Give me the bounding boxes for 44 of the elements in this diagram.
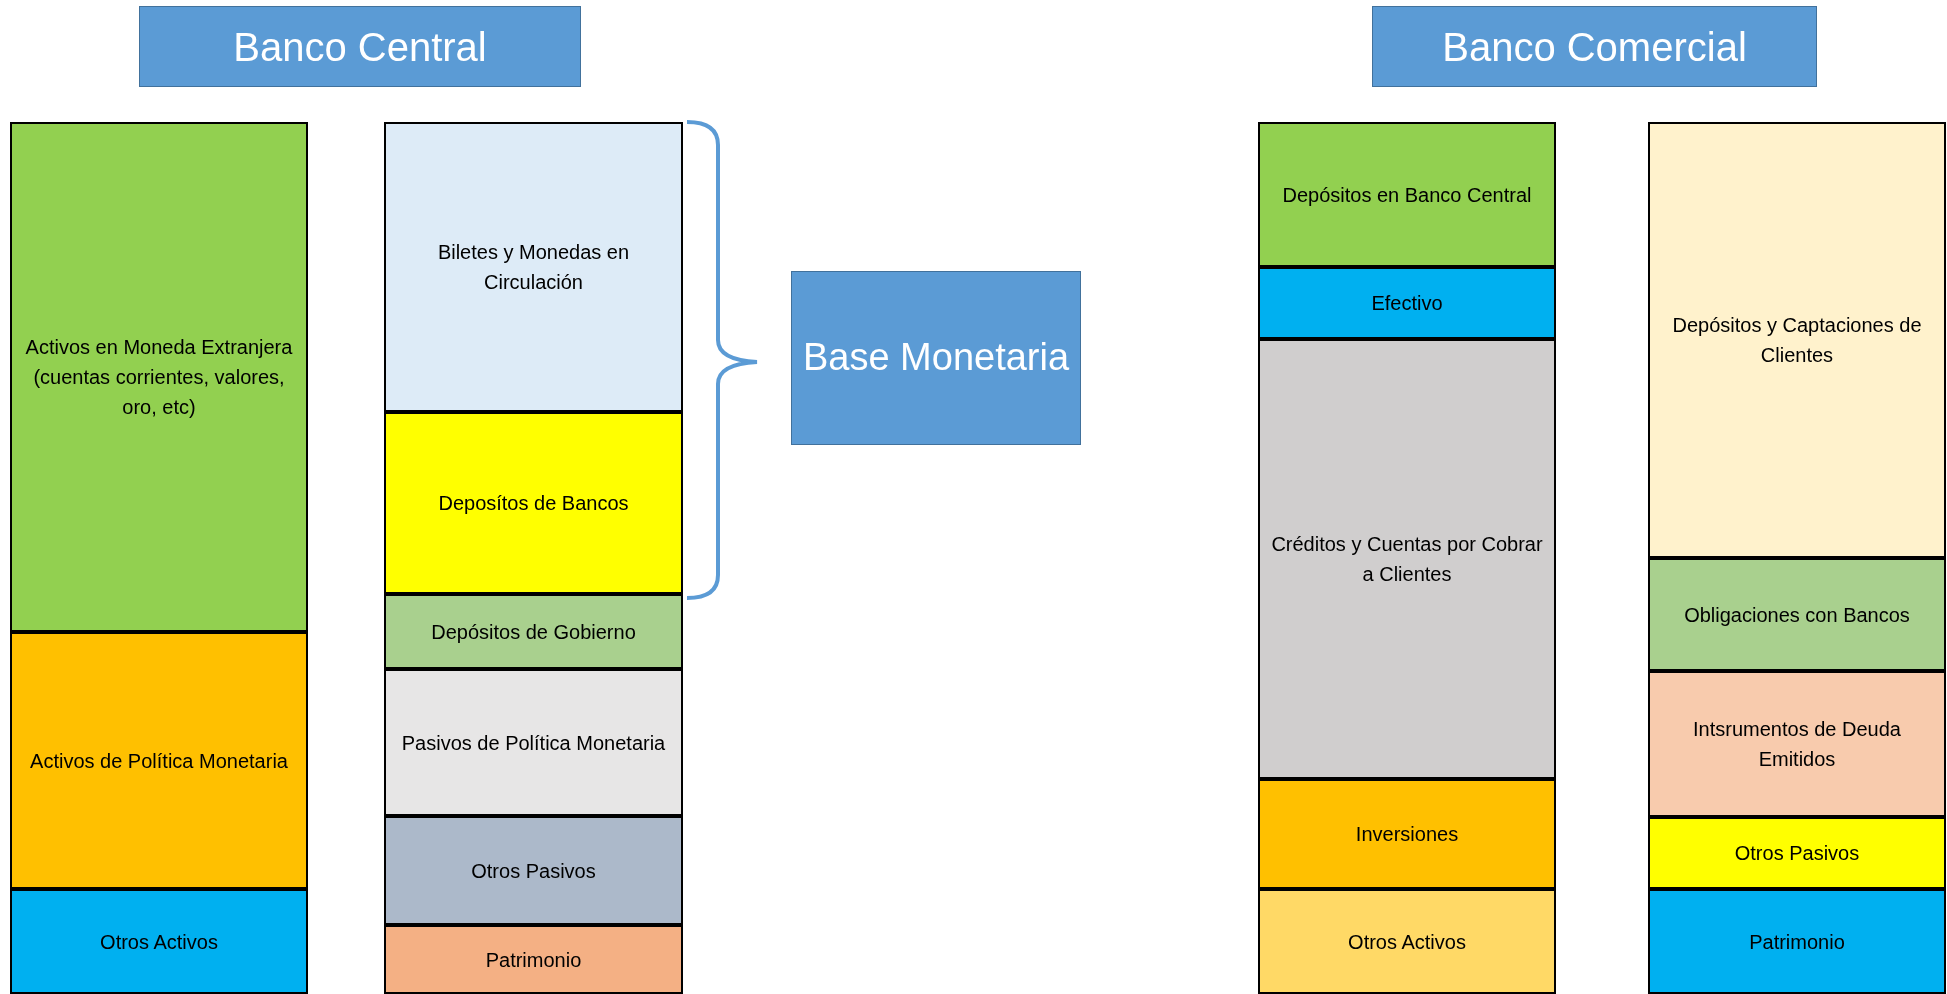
segment-text: Pasivos de Política Monetaria xyxy=(401,730,666,756)
segment-text: Depósitos de Gobierno xyxy=(431,619,636,645)
balance-segment xyxy=(384,412,683,594)
segment-text: Biletes y Monedas en Circulación xyxy=(436,240,631,295)
balance-segment xyxy=(384,816,683,925)
label-box xyxy=(791,271,1081,445)
segment-text: Depósitos en Banco Central xyxy=(1282,182,1532,208)
balance-segment xyxy=(384,669,683,816)
label-text: Base Monetaria xyxy=(802,335,1070,381)
title-text: Banco Central xyxy=(233,23,487,71)
segment-text: Otros Pasivos xyxy=(471,858,596,884)
segment-text: Patrimonio xyxy=(485,947,582,973)
balance-segment xyxy=(1258,122,1556,267)
balance-segment xyxy=(1648,889,1946,994)
balance-segment xyxy=(384,122,683,412)
balance-segment xyxy=(1648,122,1946,558)
segment-text: Activos de Política Monetaria xyxy=(30,748,288,774)
balance-segment xyxy=(1258,889,1556,994)
balance-segment xyxy=(384,925,683,994)
balance-segment xyxy=(10,122,308,632)
balance-segment xyxy=(10,889,308,994)
segment-text: Patrimonio xyxy=(1749,929,1845,955)
segment-text: Efectivo xyxy=(1371,291,1443,316)
segment-text: Otros Pasivos xyxy=(1734,841,1860,866)
title-banner xyxy=(139,6,581,87)
segment-text: Obligaciones con Bancos xyxy=(1684,602,1910,628)
balance-segment xyxy=(1258,267,1556,339)
balance-segment xyxy=(1648,817,1946,889)
balance-segment xyxy=(1648,558,1946,671)
segment-text: Activos en Moneda Extranjera (cuentas corrientes, valores, oro, etc) xyxy=(24,335,294,420)
segment-text: Otros Activos xyxy=(1348,929,1466,955)
segment-text: Depósitos y Captaciones de Clientes xyxy=(1671,313,1923,368)
title-text: Banco Comercial xyxy=(1442,23,1747,71)
segment-text: Créditos y Cuentas por Cobrar a Clientes xyxy=(1270,532,1544,587)
balance-segment xyxy=(384,594,683,669)
balance-segment xyxy=(1648,671,1946,817)
balance-segment xyxy=(10,632,308,889)
segment-text: Otros Activos xyxy=(100,929,218,955)
title-banner xyxy=(1372,6,1817,87)
segment-text: Intsrumentos de Deuda Emitidos xyxy=(1692,717,1902,772)
segment-text: Deposítos de Bancos xyxy=(438,491,629,516)
segment-text: Inversiones xyxy=(1355,822,1459,847)
balance-segment xyxy=(1258,779,1556,889)
balance-segment xyxy=(1258,339,1556,779)
